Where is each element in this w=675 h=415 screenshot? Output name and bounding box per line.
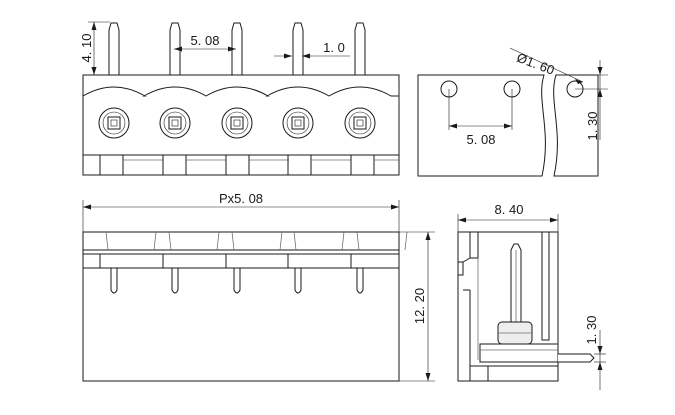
- body-depth-label: 8. 40: [495, 202, 524, 217]
- dim-hole-pitch: 5. 08: [449, 123, 512, 147]
- side-pin-tail: [558, 353, 595, 363]
- dim-body-depth: 8. 40: [457, 202, 559, 232]
- front-view-screws: [98, 107, 376, 139]
- front-view-scallop: [82, 86, 399, 97]
- side-view: [457, 231, 595, 382]
- hole-offset-label: 1. 30: [585, 112, 600, 141]
- bottom-pin-2: [171, 268, 179, 294]
- bottom-pin-1: [110, 268, 118, 294]
- screw-4: [282, 107, 314, 139]
- top-pins: [108, 22, 366, 75]
- pitch-top-label: 5. 08: [191, 33, 220, 48]
- top-pin-5: [354, 22, 366, 75]
- dim-pin-height: 4. 10: [79, 21, 110, 75]
- body-height-label: 12. 20: [412, 288, 427, 324]
- screw-1: [98, 107, 130, 139]
- top-pin-1: [108, 22, 120, 75]
- top-view-pins: [110, 268, 364, 294]
- hole-view: [417, 74, 599, 177]
- top-view: [82, 231, 408, 382]
- pin-width-label: 1. 0: [323, 40, 345, 55]
- top-pin-3: [231, 22, 243, 75]
- screw-2: [159, 107, 191, 139]
- bottom-pin-5: [356, 268, 364, 294]
- dim-pin-width: 1. 0: [274, 40, 350, 59]
- pin-height-label: 4. 10: [79, 34, 94, 63]
- dim-overall-length: Px5. 08: [82, 191, 400, 232]
- hole-diameter-label: Ø1. 60: [515, 50, 557, 78]
- front-view: [82, 22, 400, 176]
- top-view-body: [82, 231, 400, 382]
- dim-hole-offset: 1. 30: [575, 60, 608, 140]
- hole-pitch-label: 5. 08: [467, 132, 496, 147]
- dim-body-height: 12. 20: [399, 231, 435, 382]
- top-view-cells: [99, 231, 408, 268]
- overall-length-label: Px5. 08: [219, 191, 263, 206]
- dim-pitch-top: 5. 08: [174, 33, 236, 52]
- top-pin-4: [292, 22, 304, 75]
- screw-3: [221, 107, 253, 139]
- bottom-pin-4: [294, 268, 302, 294]
- pin-offset-side-label: 1. 30: [584, 316, 599, 345]
- screw-5: [344, 107, 376, 139]
- front-view-slots: [99, 155, 399, 175]
- bottom-pin-3: [233, 268, 241, 294]
- dim-pin-offset-side: 1. 30: [584, 316, 606, 390]
